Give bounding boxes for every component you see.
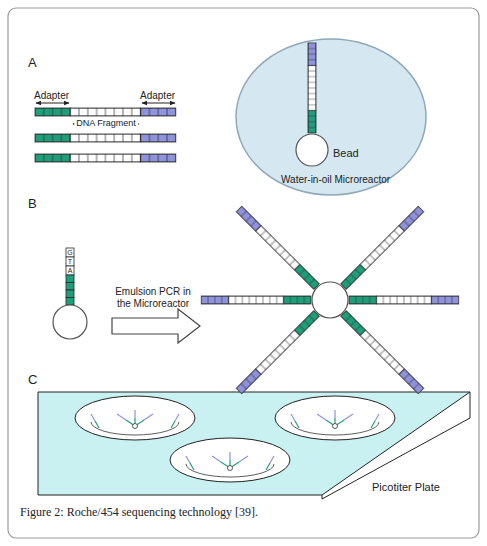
bead-strand: [308, 43, 316, 133]
bead-outline: [296, 134, 328, 166]
plate-well: [275, 396, 395, 440]
adapter-span-arrow: [36, 103, 69, 104]
node-text: Bead: [333, 147, 359, 160]
base-letter: A: [68, 266, 73, 275]
well-bead: [91, 410, 179, 435]
adapter-square: [66, 298, 74, 306]
base-square: [66, 266, 74, 275]
process-label: Emulsion PCR in the Microreactor: [108, 286, 198, 310]
dna-strand: [35, 108, 176, 116]
bead-circle: [295, 133, 370, 167]
adapter-span-arrow: [142, 103, 175, 104]
figure-caption: Figure 2: Roche/454 sequencing technolog…: [20, 505, 258, 520]
adapter-square: [66, 290, 74, 298]
plate-well: [170, 438, 290, 482]
fragment-label: DNA Fragment: [74, 118, 138, 129]
dna-strand: [35, 134, 176, 142]
fragment-span-arrow: [73, 124, 139, 125]
bead-circle: Bead: [295, 133, 370, 167]
adapter-square: [66, 275, 74, 283]
plate-well: [75, 396, 195, 440]
dna-strand: [35, 154, 176, 162]
plate-top: [38, 392, 470, 495]
base-letter: G: [67, 248, 72, 257]
bead: [53, 305, 87, 339]
adapter-square: [66, 283, 74, 291]
base-letter: T: [68, 257, 72, 266]
base-square: [66, 248, 74, 257]
amplified-strand: [341, 311, 424, 394]
process-arrow: [112, 309, 200, 343]
well-bead: [291, 410, 379, 435]
amplified-strand: [236, 311, 319, 394]
microreactor-outline: [236, 39, 426, 195]
amplified-strand: [349, 296, 459, 304]
microreactor-circle: Water-in-oil Microreactor Bead: [235, 38, 427, 196]
plate-edge: [322, 495, 323, 499]
panel-letter: A: [28, 55, 37, 71]
panel-letter: C: [28, 372, 37, 388]
microreactor-circle: [235, 38, 427, 196]
plate-edge: [470, 392, 471, 418]
amplified-strand: [201, 296, 311, 304]
base-square: [66, 257, 74, 266]
figure-frame: [8, 8, 479, 538]
amplified-strand: [341, 206, 424, 289]
node-text: Picotiter Plate: [372, 481, 440, 494]
amplified-strand: [236, 206, 319, 289]
panel-letter: B: [28, 196, 37, 212]
adapter-label: Adapter: [34, 90, 69, 102]
picotiter-plate: Picotiter Plate: [36, 388, 476, 500]
bead: [312, 282, 348, 318]
node-text: Water-in-oil Microreactor: [281, 174, 390, 186]
adapter-label: Adapter: [140, 90, 175, 102]
well-bead: [186, 452, 274, 477]
